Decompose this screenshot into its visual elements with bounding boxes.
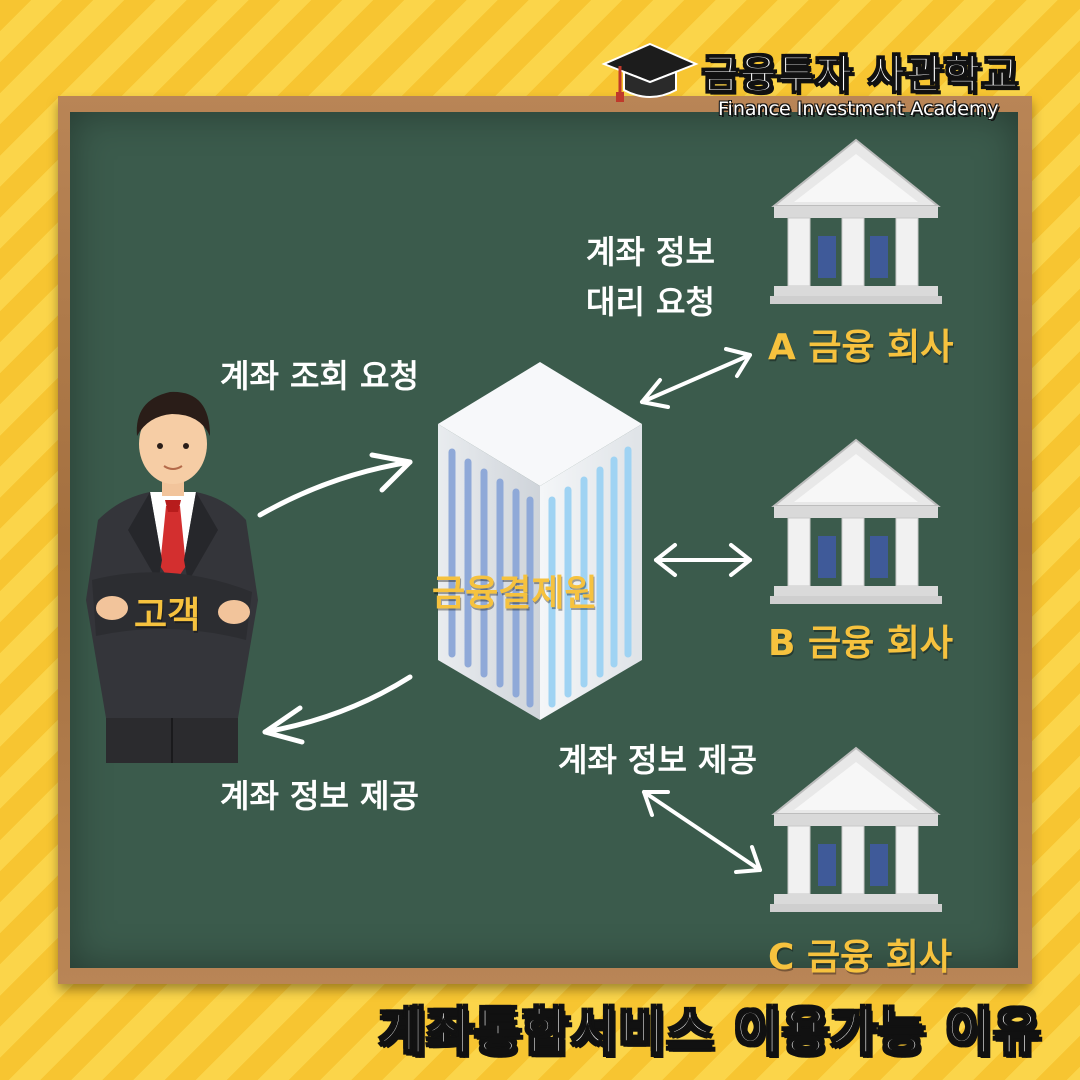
customer-label: 고객 bbox=[134, 595, 201, 636]
request-label: 계좌 조회 요청 bbox=[220, 357, 419, 395]
arrow-bank-c bbox=[642, 790, 762, 874]
provide-label-right: 계좌 정보 제공 bbox=[558, 741, 757, 779]
proxy-request-label-line1: 계좌 정보 bbox=[586, 233, 715, 271]
company-b-label: B 금융 회사 bbox=[768, 623, 953, 664]
graduation-cap-icon bbox=[601, 42, 699, 102]
provide-label-left: 계좌 정보 제공 bbox=[220, 777, 419, 815]
businessman-icon bbox=[86, 391, 258, 763]
proxy-request-label-line2: 대리 요청 bbox=[586, 283, 715, 321]
brand-title: 금융투자 사관학교 bbox=[701, 52, 1020, 99]
arrow-request bbox=[257, 452, 413, 518]
bank-icon bbox=[770, 746, 942, 912]
company-a-label: A 금융 회사 bbox=[768, 327, 954, 368]
arrow-provide-left bbox=[262, 674, 413, 745]
arrow-bank-b bbox=[654, 543, 752, 577]
office-building-icon bbox=[438, 362, 642, 720]
brand-subtitle: Finance Investment Academy bbox=[718, 98, 999, 120]
brand-header: 금융투자 사관학교 Finance Investment Academy bbox=[600, 36, 1060, 136]
arrow-bank-a bbox=[640, 347, 752, 409]
company-c-label: C 금융 회사 bbox=[768, 937, 952, 978]
bank-icon bbox=[770, 438, 942, 604]
center-label: 금융결제원 bbox=[432, 573, 598, 614]
bank-icon bbox=[770, 138, 942, 304]
footer-title: 계좌통합서비스 이용가능 이유 bbox=[378, 1002, 1042, 1062]
